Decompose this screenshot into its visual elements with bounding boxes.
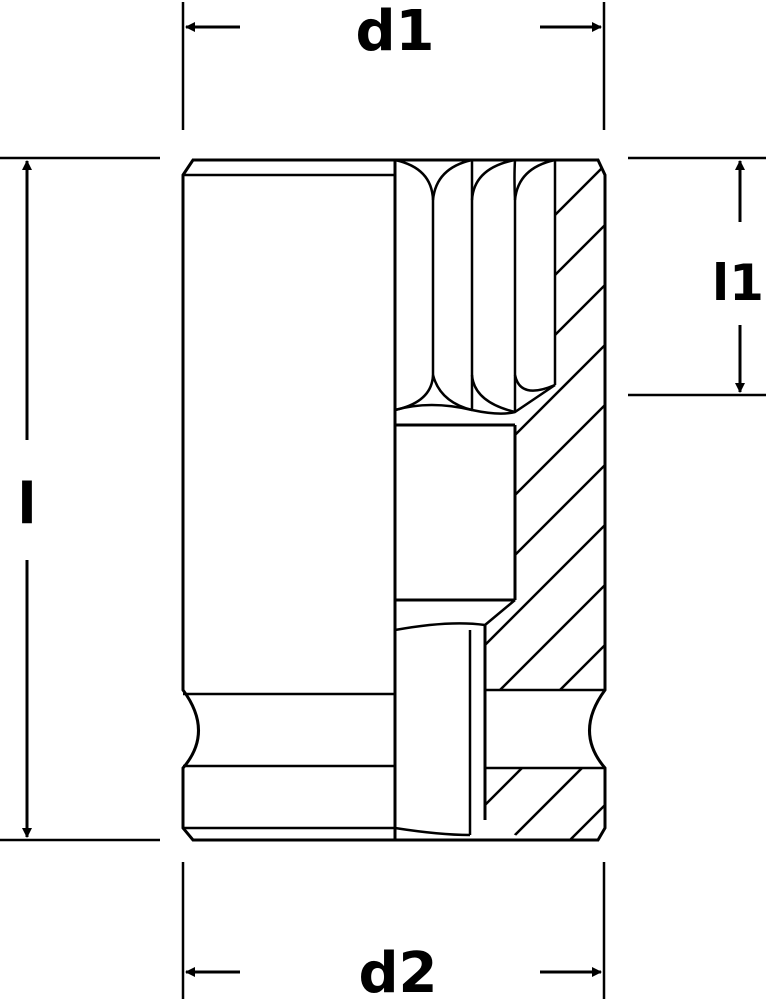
- hatching-bottom: [485, 768, 605, 840]
- dimension-l1: l1: [628, 156, 766, 397]
- flute-2b: [470, 158, 516, 201]
- label-l1: l1: [712, 254, 764, 312]
- flute-2c: [470, 374, 516, 414]
- flute-1: [394, 158, 435, 412]
- drive-transition: [394, 599, 516, 632]
- label-d2: d2: [358, 941, 437, 999]
- dimension-d1: d1: [181, 0, 606, 130]
- flute-3: [513, 159, 517, 412]
- hatching-top: [555, 160, 605, 385]
- bore-bottom-edge: [394, 383, 556, 415]
- socket-outline: [181, 158, 607, 842]
- label-l: l: [17, 472, 36, 537]
- flute-1b: [431, 158, 473, 201]
- dimension-d2: d2: [181, 862, 606, 999]
- lower-bore-edge: [394, 826, 471, 837]
- flute-3c: [513, 374, 556, 392]
- flute-3b: [513, 158, 556, 201]
- dimension-l: l: [0, 156, 160, 842]
- label-d1: d1: [355, 0, 434, 64]
- socket-body: [181, 158, 607, 842]
